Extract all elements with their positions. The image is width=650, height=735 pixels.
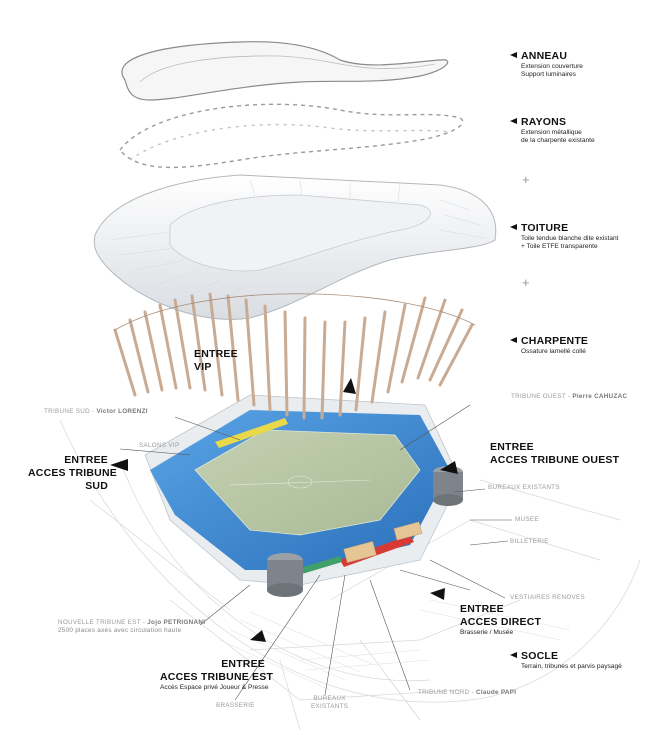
anneau-ring [121, 41, 449, 101]
entrance-line: ENTREE [460, 603, 504, 615]
building-vestiaires [393, 521, 423, 541]
annotation-nouvelle-tribune: NOUVELLE TRIBUNE EST - Jojo PETRIGNANI 2… [58, 619, 205, 635]
layer-line: Ossature lamellé collé [521, 348, 586, 356]
layer-title: CHARPENTE [521, 335, 589, 347]
layer-line: Support luminaires [521, 71, 576, 79]
layer-title: TOITURE [521, 222, 569, 234]
annotation-salons-vip: SALONS VIP [139, 442, 180, 449]
pointer-icon [510, 52, 517, 58]
annotation-vestiaires: VESTIAIRES RENOVES [510, 594, 586, 601]
layer-line: Extension métallique [521, 129, 582, 137]
plus-sign: + [522, 172, 530, 187]
entrance-sud: ENTREE ACCES TRIBUNE SUD [28, 454, 117, 493]
entrance-direct: ENTREE ACCES DIRECT Brasserie / Musée [460, 603, 541, 637]
layer-line: + Toile ETFE transparente [521, 243, 598, 251]
annotation-sub: 2500 places axés avec circulation haute [58, 626, 182, 634]
tower-east [433, 466, 463, 506]
entrance-line: ENTREE [490, 441, 534, 453]
annotation-brasserie: BRASSERIE [216, 702, 255, 709]
building-brasserie [343, 541, 377, 563]
annotation-bureaux-bas: BUREAUX EXISTANTS [311, 695, 348, 711]
annotation-name: Claude PAPI [476, 689, 517, 696]
layer-toiture: TOITURE Toile tendue blanche dite exista… [510, 222, 619, 252]
layer-title: RAYONS [521, 116, 567, 128]
leader-lines [119, 404, 512, 701]
entrance-ouest: ENTREE ACCES TRIBUNE OUEST [490, 441, 619, 467]
tower-south [267, 553, 303, 597]
annotation-name: Jojo PETRIGNANI [147, 619, 206, 626]
entrance-line: ENTREE [194, 348, 238, 360]
annotation-musee: MUSEE [515, 516, 539, 523]
entrance-line: ACCES TRIBUNE OUEST [490, 454, 620, 467]
annotation-prefix: TRIBUNE NORD - [418, 689, 477, 696]
plus-sign: + [522, 275, 530, 290]
charpente-edges [114, 293, 476, 331]
annotation-tribune-nord: TRIBUNE NORD - Claude PAPI [418, 689, 516, 697]
layer-anneau: ANNEAU Extension couverture Support lumi… [510, 50, 583, 80]
entrance-line: ACCES TRIBUNE [28, 467, 117, 480]
annotation-prefix: NOUVELLE TRIBUNE EST - [58, 619, 148, 626]
layer-line: Toile tendue blanche dite existant [521, 235, 619, 243]
charpente-timber [113, 292, 474, 420]
yellow-seats [215, 418, 288, 448]
entrance-line: ACCES DIRECT [460, 616, 542, 629]
annotation-prefix: TRIBUNE SUD - [44, 408, 97, 415]
annotation-prefix: TRIBUNE OUEST - [511, 393, 573, 400]
annotation-tribune-sud: TRIBUNE SUD - Victor LORENZI [44, 408, 148, 416]
entrance-line: VIP [194, 361, 212, 374]
pointer-icon [510, 652, 517, 658]
layer-charpente: CHARPENTE Ossature lamellé collé [510, 335, 588, 356]
toiture-roof [93, 174, 497, 320]
ground-context [59, 419, 641, 731]
pointer-icon [510, 224, 517, 230]
annotation-name: Pierre CAHUZAC [572, 393, 628, 400]
layer-line: Extension couverture [521, 63, 583, 71]
annotation-tribune-ouest: TRIBUNE OUEST - Pierre CAHUZAC [511, 393, 627, 401]
layer-socle: SOCLE Terrain, tribunes et parvis paysag… [510, 650, 622, 671]
entrance-arrows [110, 378, 458, 642]
entrance-vip: ENTREE VIP [194, 348, 238, 374]
pointer-icon [510, 118, 517, 124]
pointer-icon [510, 337, 517, 343]
entrance-line: ENTREE [221, 658, 265, 670]
rayons-ring [119, 103, 464, 169]
entrance-sub: Brasserie / Musée [460, 629, 514, 637]
entrance-line: ACCES TRIBUNE EST [160, 671, 274, 684]
entrance-line: ENTREE [64, 454, 108, 466]
layer-line: de la charpente existante [521, 137, 595, 145]
layer-line: Terrain, tribunes et parvis paysagé [521, 663, 622, 671]
annotation-line: BUREAUX [313, 695, 346, 702]
entrance-line: SUD [85, 480, 108, 493]
layer-rayons: RAYONS Extension métallique de la charpe… [510, 116, 595, 146]
stadium-socle [144, 394, 463, 597]
entrance-est: ENTREE ACCES TRIBUNE EST Accès Espace pr… [160, 658, 274, 692]
entrance-sub: Accès Espace privé Joueur & Presse [160, 684, 269, 692]
annotation-billeterie: BILLETERIE [510, 538, 549, 545]
annotation-bureaux-existants: BUREAUX EXISTANTS [488, 484, 560, 491]
annotation-line: EXISTANTS [311, 702, 349, 710]
stands-grid [219, 599, 571, 691]
layer-title: ANNEAU [521, 50, 568, 62]
green-seats [300, 556, 342, 574]
layer-title: SOCLE [521, 650, 559, 662]
annotation-name: Victor LORENZI [96, 408, 148, 415]
